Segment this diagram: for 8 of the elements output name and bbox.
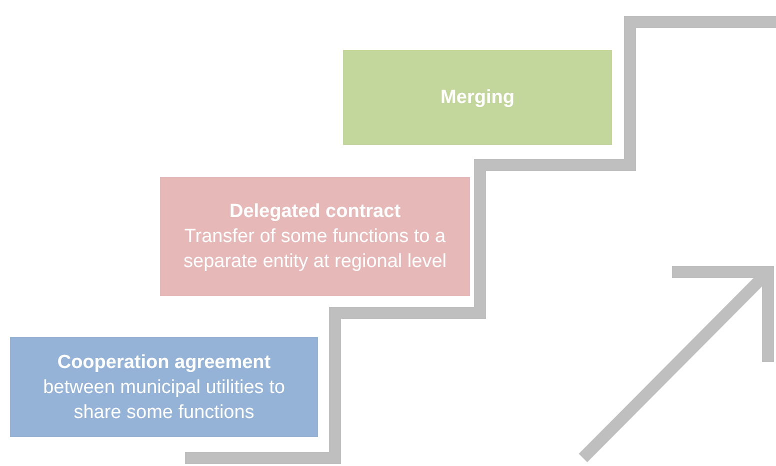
step-description: between municipal utilities to share some functions [42, 376, 286, 424]
step-title: Merging [440, 86, 514, 110]
step-box [10, 337, 318, 437]
step-box [343, 50, 612, 145]
step-title: Cooperation agreement [57, 350, 271, 374]
step-description: Transfer of some functions to a separate entity at regional level [182, 225, 448, 274]
step-title: Delegated contract [229, 200, 401, 224]
step-box [160, 177, 470, 296]
